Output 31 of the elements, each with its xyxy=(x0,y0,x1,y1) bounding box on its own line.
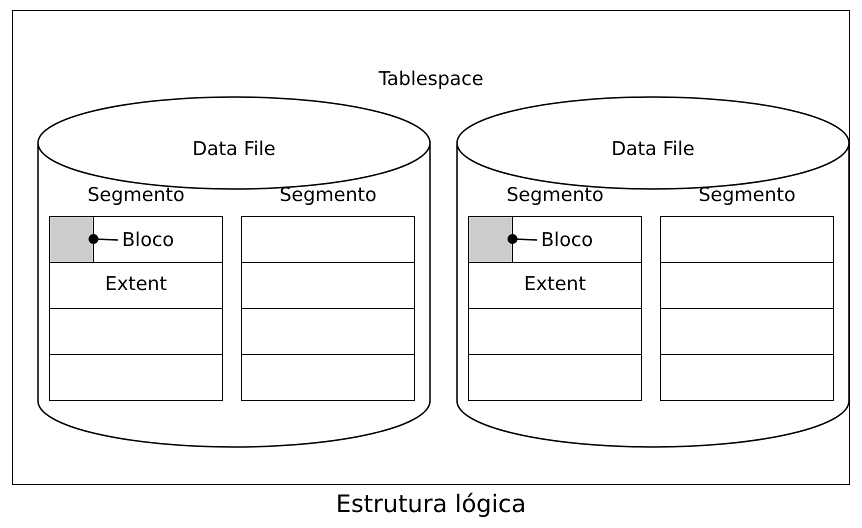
table-row xyxy=(468,354,642,401)
leader-line xyxy=(88,234,118,244)
table-row: Extent xyxy=(49,262,223,309)
frame-title: Tablespace xyxy=(378,68,484,90)
diagram-caption: Estrutura lógica xyxy=(334,490,528,518)
cylinder-label: Data File xyxy=(610,138,696,160)
table-row xyxy=(49,354,223,401)
leader-line xyxy=(508,234,538,244)
table-row xyxy=(241,308,415,355)
table-row xyxy=(468,216,642,263)
column-heading: Segmento xyxy=(86,184,186,206)
table-row xyxy=(241,216,415,263)
table-row xyxy=(241,262,415,309)
table-row xyxy=(49,308,223,355)
cylinder-label: Data File xyxy=(191,138,277,160)
table-row xyxy=(241,354,415,401)
tablespace-frame xyxy=(12,10,850,485)
table-row xyxy=(660,216,834,263)
table-row xyxy=(468,308,642,355)
column-heading: Segmento xyxy=(278,184,378,206)
table-row: Extent xyxy=(468,262,642,309)
callout-label: Bloco xyxy=(541,229,594,251)
shaded-cell xyxy=(468,216,512,262)
table-row xyxy=(49,216,223,263)
column-heading: Segmento xyxy=(697,184,797,206)
table-row xyxy=(660,262,834,309)
callout-label: Bloco xyxy=(122,229,174,251)
shaded-cell xyxy=(48,216,94,262)
table-row xyxy=(660,354,834,401)
column-heading: Segmento xyxy=(505,184,605,206)
table-row xyxy=(660,308,834,355)
